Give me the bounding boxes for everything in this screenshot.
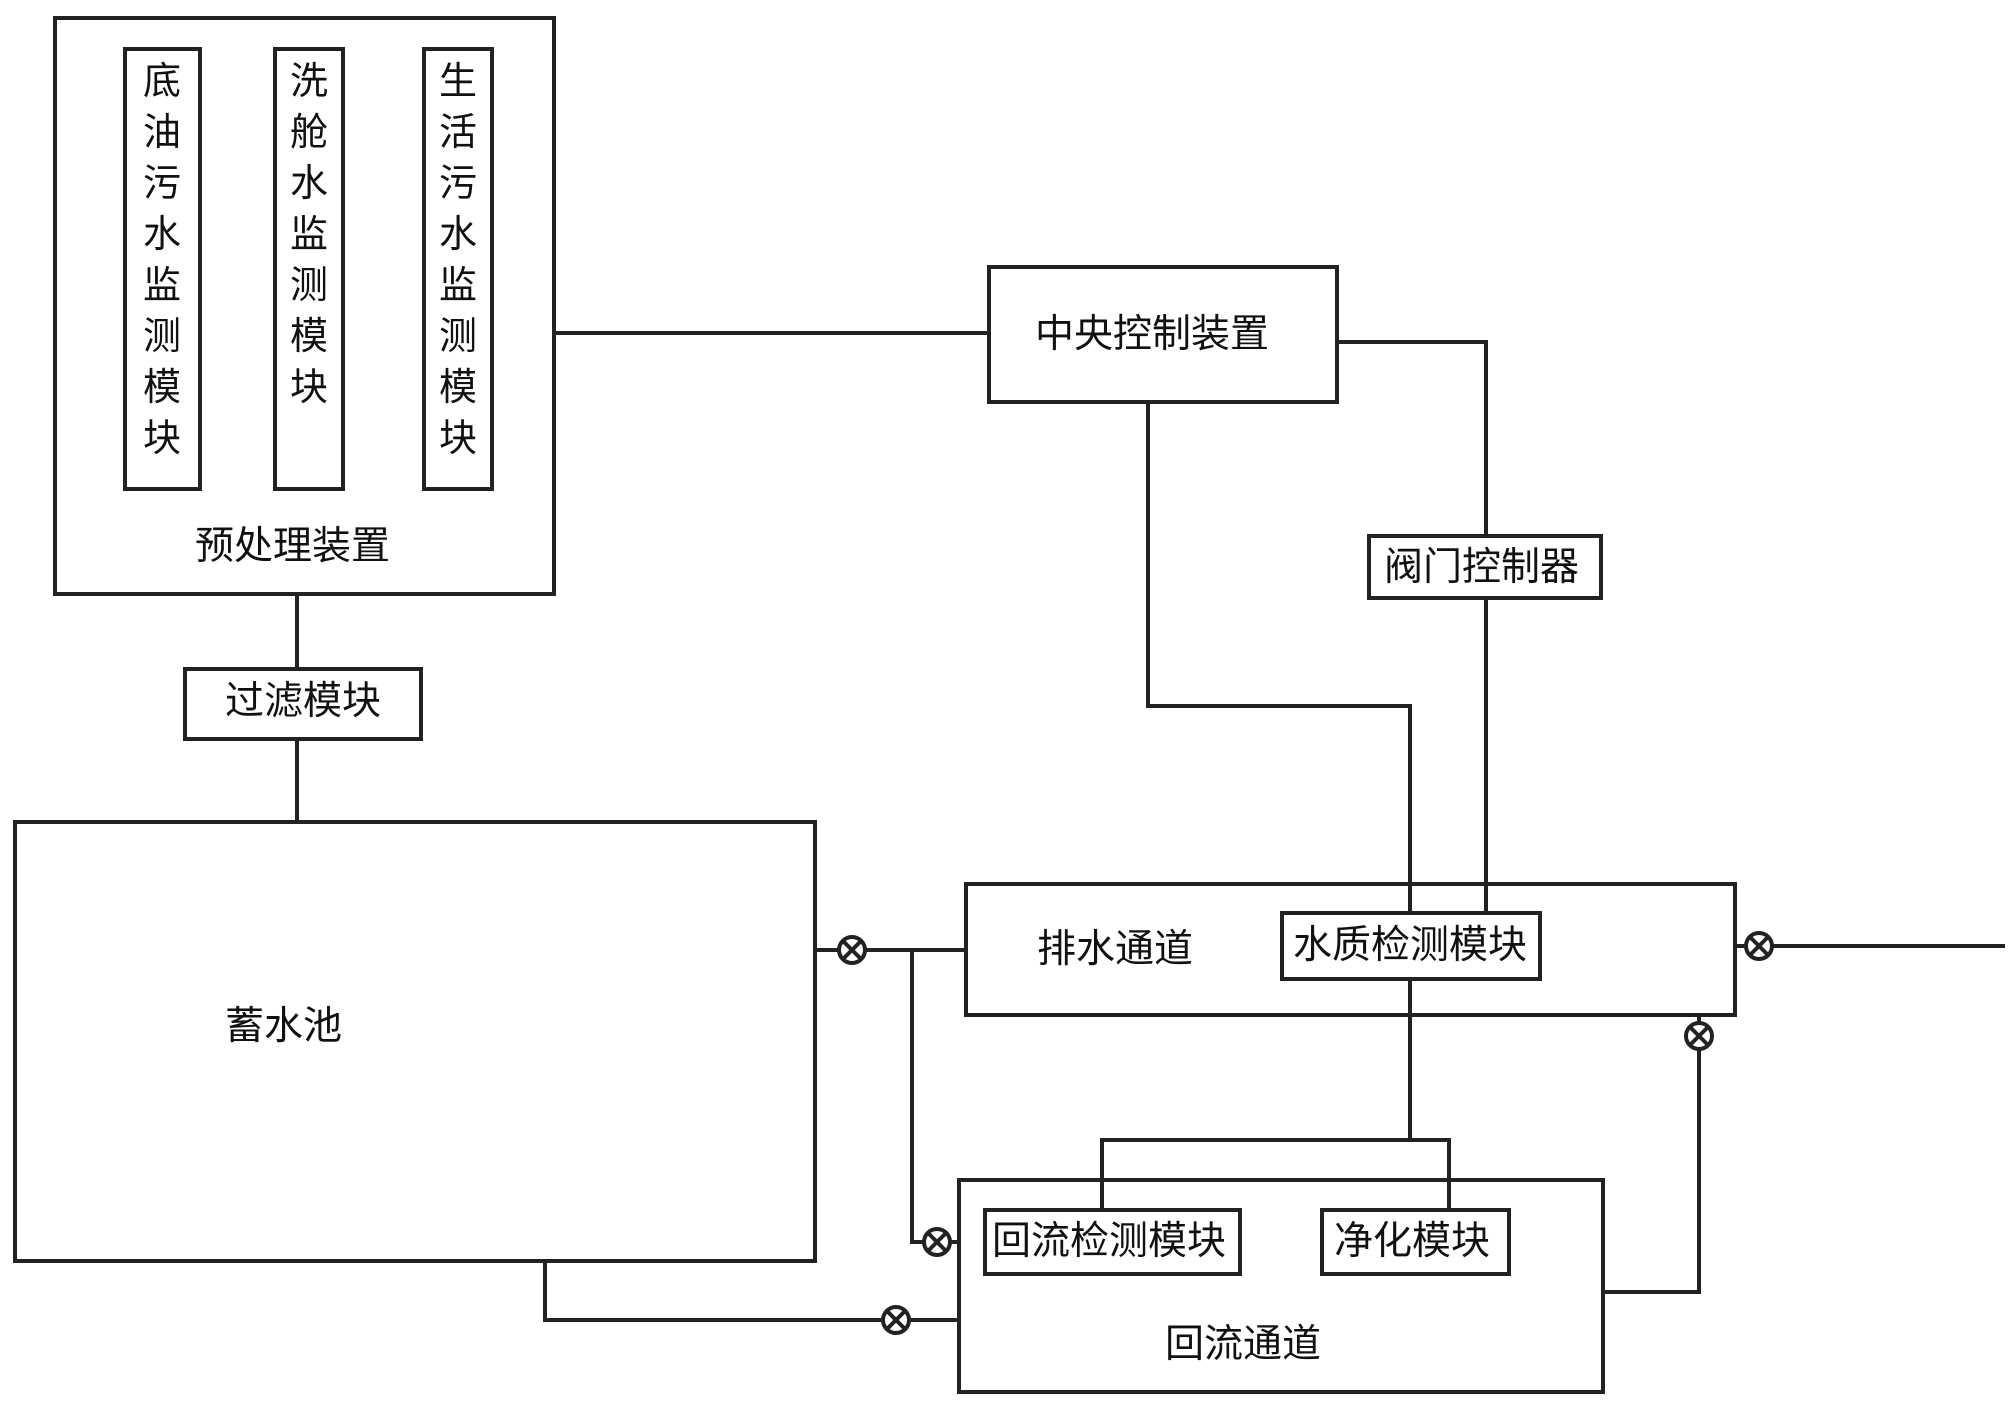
- water-quality-module-box[interactable]: [1280, 911, 1542, 981]
- purification-module-label: 净化模块: [1334, 1219, 1491, 1264]
- pretreatment-device-box[interactable]: [53, 16, 556, 596]
- tank-wash-monitor-module[interactable]: [273, 47, 345, 491]
- valve-icon[interactable]: [837, 935, 867, 965]
- drain-channel-label: 排水通道: [1037, 927, 1194, 972]
- drain-channel-box[interactable]: [964, 882, 1737, 1017]
- valve-icon[interactable]: [1744, 931, 1774, 961]
- central-control-label: 中央控制装置: [1035, 312, 1270, 357]
- filter-module-box[interactable]: [183, 667, 423, 741]
- reservoir-box[interactable]: [13, 820, 817, 1263]
- domestic-sewage-monitor-module[interactable]: [422, 47, 494, 491]
- return-detection-module-box[interactable]: [983, 1208, 1242, 1276]
- valve-controller-label: 阀门控制器: [1384, 545, 1580, 590]
- valve-controller-box[interactable]: [1367, 534, 1603, 600]
- return-detection-module-label: 回流检测模块: [992, 1219, 1227, 1264]
- valve-icon[interactable]: [922, 1227, 952, 1257]
- oil-sewage-monitor-module[interactable]: [123, 47, 202, 491]
- oil-sewage-monitor-label: 底油污水监测模块: [142, 59, 181, 460]
- reservoir-label: 蓄水池: [225, 1004, 343, 1049]
- return-channel-label: 回流通道: [1165, 1322, 1322, 1367]
- valve-icon[interactable]: [1684, 1021, 1714, 1051]
- connector-lines: [295, 331, 2005, 1322]
- filter-module-label: 过滤模块: [225, 679, 382, 724]
- return-channel-box[interactable]: [957, 1178, 1605, 1394]
- valves: [837, 931, 1774, 1335]
- domestic-sewage-monitor-label: 生活污水监测模块: [438, 59, 477, 460]
- purification-module-box[interactable]: [1320, 1208, 1511, 1276]
- central-control-box[interactable]: [987, 265, 1339, 404]
- tank-wash-monitor-label: 洗舱水监测模块: [289, 59, 328, 409]
- water-quality-module-label: 水质检测模块: [1293, 923, 1528, 968]
- valve-icon[interactable]: [881, 1305, 911, 1335]
- pretreatment-device-label: 预处理装置: [195, 524, 391, 569]
